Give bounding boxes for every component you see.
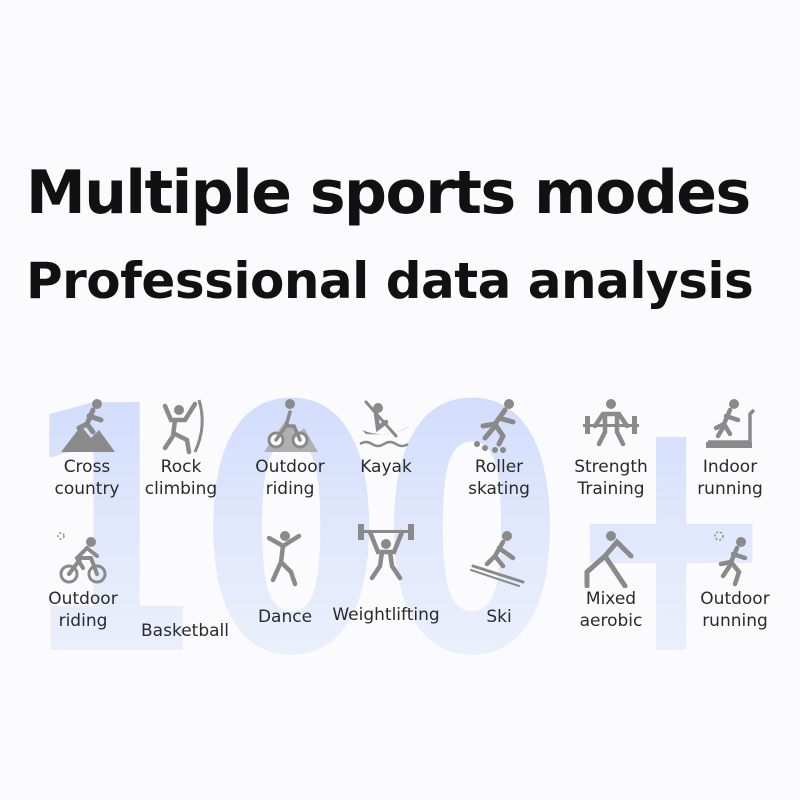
sport-label-line1: Dance bbox=[257, 607, 313, 627]
sport-label-line1: Outdoor bbox=[255, 457, 325, 477]
sport-label-line2: aerobic bbox=[579, 611, 643, 631]
sport-label-line1: Roller bbox=[474, 457, 524, 477]
sport-label-line1: Outdoor bbox=[48, 589, 118, 609]
mountain-bike-icon bbox=[264, 399, 318, 452]
sport-label-line2: country bbox=[54, 479, 120, 499]
sport-label-line1: Basketball bbox=[141, 621, 229, 641]
sport-roller-skating: Roller skating bbox=[444, 396, 554, 500]
sport-label-line2: riding bbox=[265, 479, 315, 499]
sport-label-line2: skating bbox=[468, 479, 530, 499]
sport-label-line2: riding bbox=[58, 611, 108, 631]
sport-label-line1: Kayak bbox=[360, 457, 412, 477]
sport-label-line1: Weightlifting bbox=[332, 605, 440, 625]
subheadline: Professional data analysis bbox=[26, 252, 754, 310]
sport-outdoor-riding-mtb: Outdoor riding bbox=[235, 396, 345, 500]
sport-label-line1: Mixed bbox=[585, 589, 637, 609]
sport-label-line1: Outdoor bbox=[700, 589, 770, 609]
sport-label-line1: Indoor bbox=[702, 457, 758, 477]
sport-strength-training: Strength Training bbox=[556, 396, 666, 500]
cross-country-icon bbox=[61, 399, 115, 452]
roller-skate-icon bbox=[474, 399, 516, 453]
strength-icon bbox=[583, 399, 639, 447]
headline: Multiple sports modes bbox=[26, 158, 751, 228]
sport-label-line1: Cross bbox=[63, 457, 111, 477]
sport-outdoor-running: Outdoor running bbox=[680, 528, 790, 632]
sport-label-line2: running bbox=[697, 479, 763, 499]
sport-basketball: Basketball bbox=[130, 532, 240, 642]
sport-mixed-aerobic: Mixed aerobic bbox=[556, 528, 666, 632]
sport-outdoor-riding: Outdoor riding bbox=[28, 528, 138, 632]
sport-label-line2: running bbox=[702, 611, 768, 631]
treadmill-icon bbox=[706, 399, 756, 448]
sport-ski: Ski bbox=[444, 528, 554, 628]
outdoor-running-icon bbox=[714, 531, 748, 587]
dance-icon bbox=[266, 531, 302, 587]
cycling-icon bbox=[57, 532, 107, 584]
sport-label-line2: climbing bbox=[144, 479, 218, 499]
sport-dance: Dance bbox=[230, 528, 340, 628]
sport-weightlifting: Weightlifting bbox=[331, 524, 441, 626]
sport-indoor-running: Indoor running bbox=[675, 396, 785, 500]
rock-climbing-icon bbox=[162, 399, 204, 455]
sport-label-line1: Ski bbox=[486, 607, 512, 627]
sport-cross-country: Cross country bbox=[32, 396, 142, 500]
sport-label-line1: Rock bbox=[160, 457, 202, 477]
sport-kayak: Kayak bbox=[331, 396, 441, 478]
sport-label-line2: Training bbox=[577, 479, 645, 499]
kayak-icon bbox=[359, 400, 410, 448]
ski-icon bbox=[470, 531, 525, 587]
sport-label-line1: Strength bbox=[574, 457, 648, 477]
aerobic-icon bbox=[584, 531, 634, 588]
sport-rock-climbing: Rock climbing bbox=[126, 396, 236, 500]
basketball-icon bbox=[155, 532, 215, 592]
weightlifting-icon bbox=[358, 524, 414, 581]
